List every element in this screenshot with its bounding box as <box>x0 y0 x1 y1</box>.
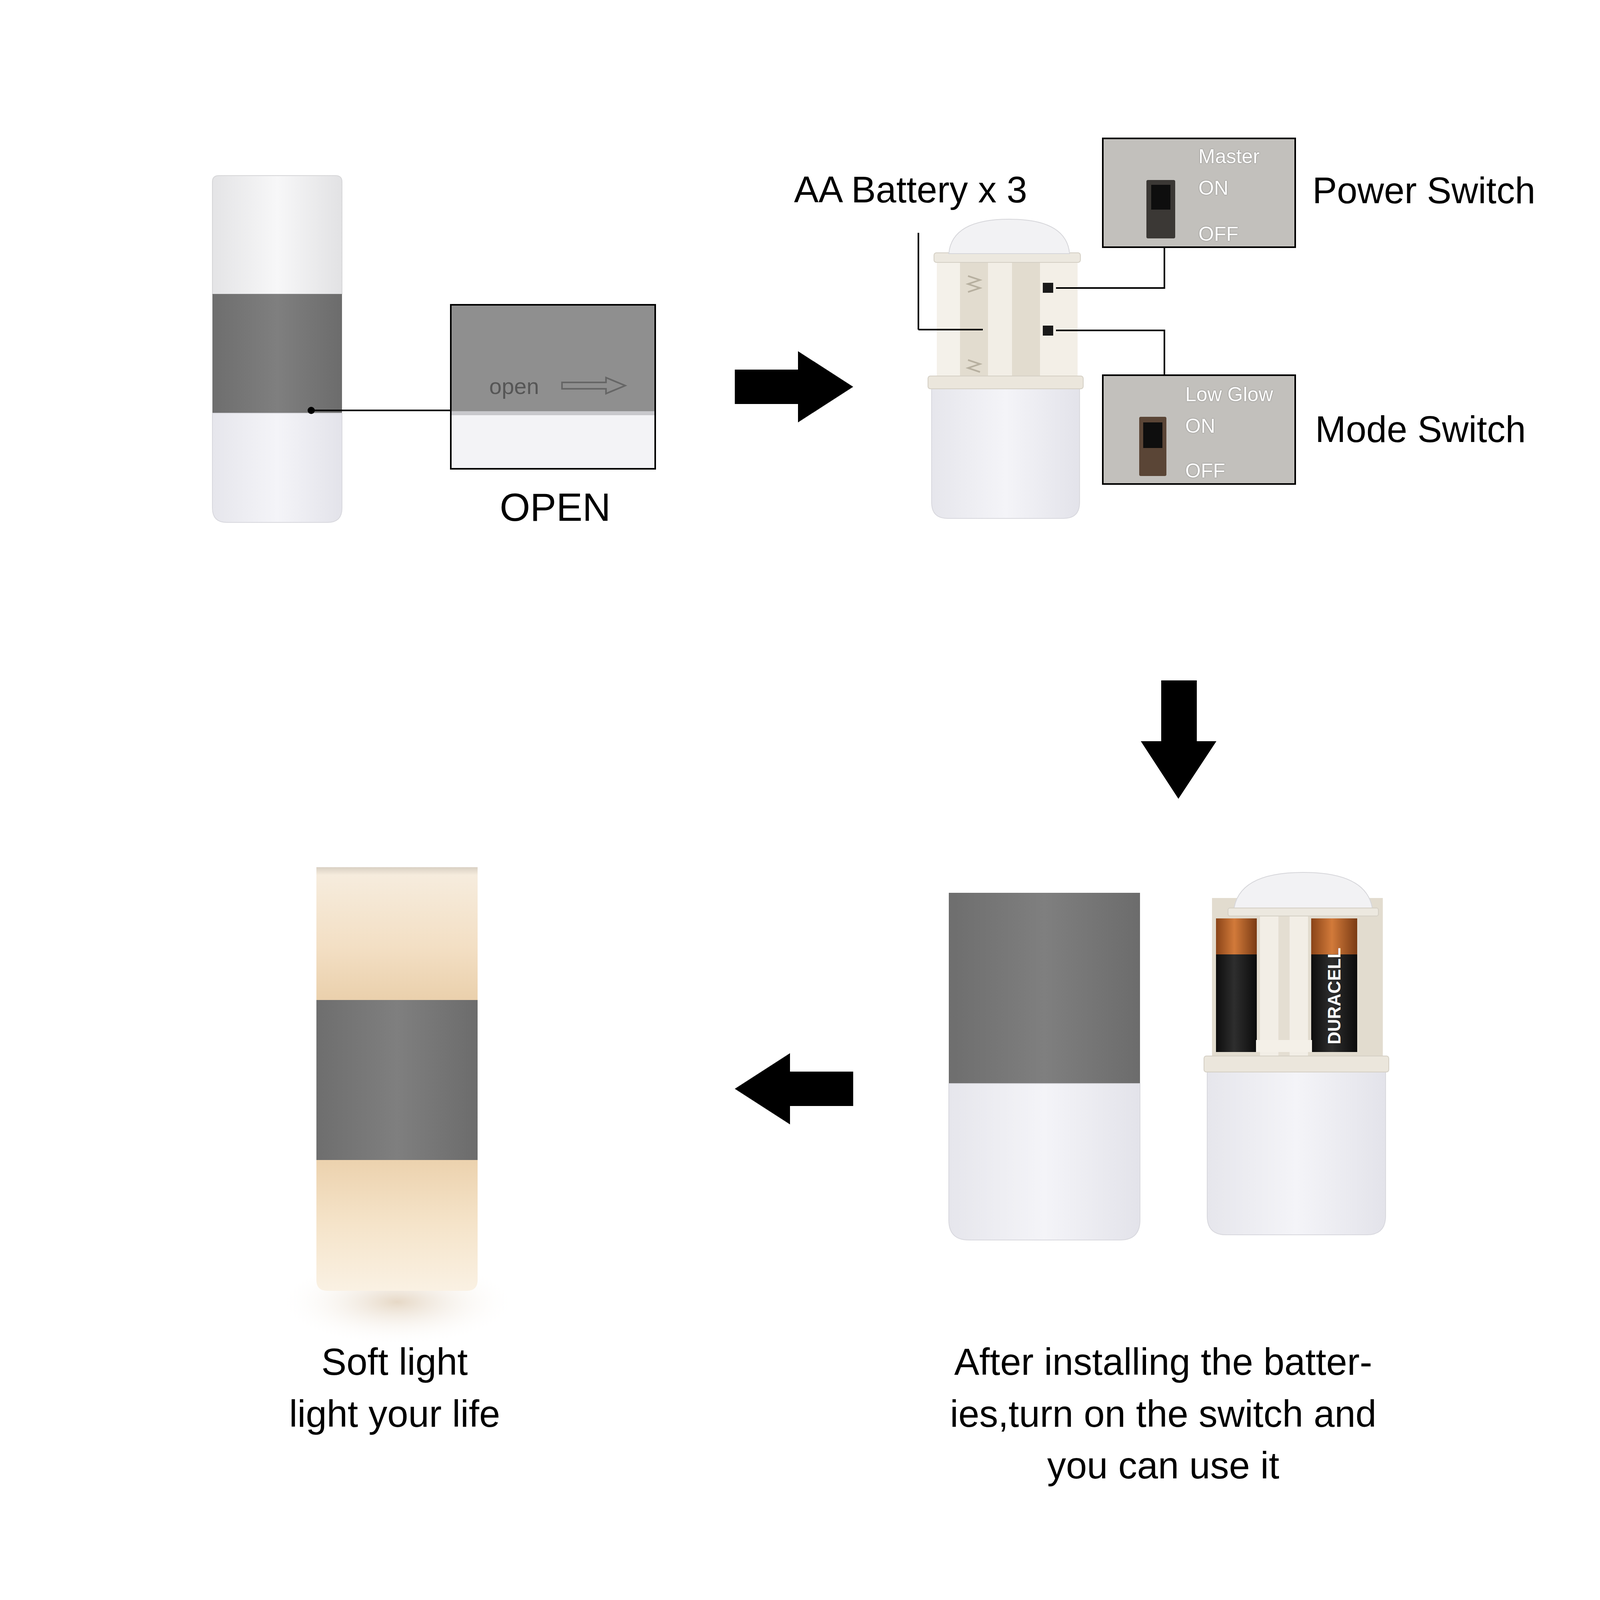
lamp-closed <box>212 175 450 523</box>
node-text: Low Glow <box>1185 384 1274 405</box>
step-arrow <box>734 1053 854 1125</box>
lamp-cover <box>948 892 1140 1240</box>
node-text: Master <box>1198 146 1260 167</box>
step-arrow <box>1140 680 1217 799</box>
step-arrow <box>734 351 854 423</box>
battery-brand: DURACELL <box>1325 946 1344 1046</box>
switch-zoom-box: Low GlowON OFF <box>1102 374 1296 485</box>
node-text: ON <box>1185 416 1216 436</box>
switch-zoom-box: MasterON OFF <box>1102 137 1296 248</box>
zoom-detail <box>450 304 656 470</box>
part-label: Power Switch <box>1312 172 1536 209</box>
part-label: Mode Switch <box>1315 410 1526 448</box>
step-caption: OPEN <box>455 487 656 527</box>
node-text: OFF <box>1198 224 1239 244</box>
battery-module-loaded <box>1204 872 1389 1235</box>
node-text: open <box>489 375 540 398</box>
zoom-box: open <box>450 304 656 470</box>
part-label: AA Battery x 3 <box>794 171 1028 208</box>
node-text: ON <box>1198 178 1229 198</box>
switch-detail <box>1102 137 1296 485</box>
instruction-note: After installing the batter- ies,turn on… <box>933 1336 1394 1492</box>
node-text: OFF <box>1185 460 1226 481</box>
lamp-lit <box>277 867 518 1346</box>
slogan-caption: Soft light light your life <box>285 1336 504 1440</box>
